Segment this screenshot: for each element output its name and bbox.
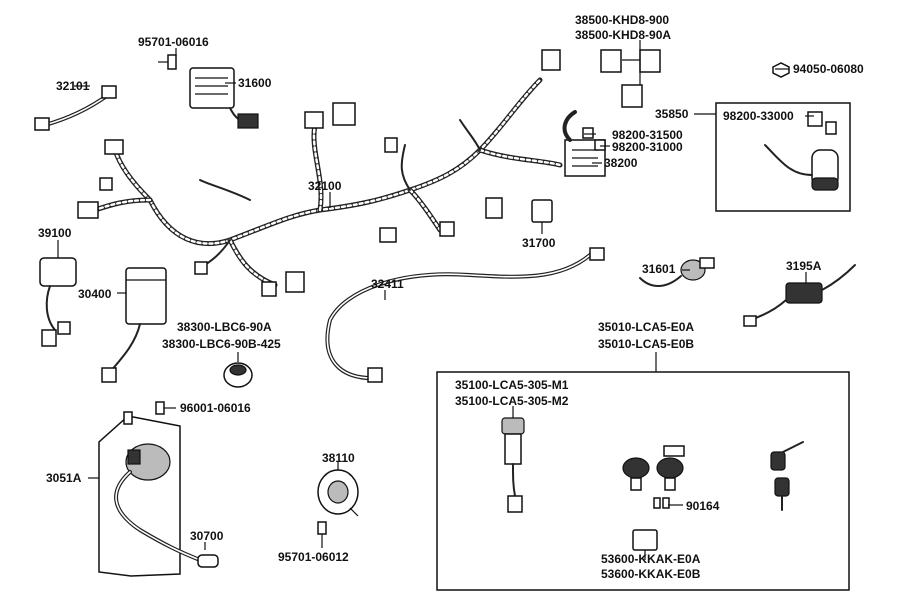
fuse-box-38200 <box>562 110 606 177</box>
component-39100 <box>39 257 77 347</box>
label-3195a: 3195A <box>786 259 822 273</box>
label-98200-31500: 98200-31500 <box>612 128 683 142</box>
label-98200-31000: 98200-31000 <box>612 140 683 154</box>
key-set <box>770 441 804 511</box>
relay-38500 <box>600 49 661 108</box>
label-98200-33000: 98200-33000 <box>723 109 794 123</box>
label-38500-b: 38500-KHD8-90A <box>575 28 671 42</box>
leader-lines <box>57 40 814 560</box>
label-39100: 39100 <box>38 226 72 240</box>
ignition-coil-30700 <box>114 443 219 568</box>
switch-3195a <box>743 264 856 327</box>
label-32100: 32100 <box>308 179 342 193</box>
ignition-lock-35100 <box>501 417 525 513</box>
label-35100-a: 35100-LCA5-305-M1 <box>455 378 569 392</box>
label-95701-06012: 95701-06012 <box>278 550 349 564</box>
cable-32411 <box>325 247 605 383</box>
label-32411: 32411 <box>371 277 404 291</box>
label-31601: 31601 <box>642 262 676 276</box>
seat-lock-set <box>622 445 685 491</box>
label-35850: 35850 <box>655 107 689 121</box>
screw-90164 <box>653 497 670 509</box>
label-3051a: 3051A <box>46 471 82 485</box>
ignition-switch-31601 <box>639 257 715 287</box>
bolt-95701-06012 <box>317 521 327 535</box>
starter-relay-35850 <box>764 111 839 191</box>
label-90164: 90164 <box>686 499 720 513</box>
label-94050-06080: 94050-06080 <box>793 62 864 76</box>
label-35010-b: 35010-LCA5-E0B <box>598 337 694 351</box>
label-53600-b: 53600-KKAK-E0B <box>601 567 701 581</box>
label-35100-b: 35100-LCA5-305-M2 <box>455 394 569 408</box>
main-wiring-harness <box>77 49 563 297</box>
relay-31700 <box>531 199 553 223</box>
bolt-96001-06016 <box>123 401 165 425</box>
horn-38110 <box>317 469 359 517</box>
label-32101: 32101 <box>56 79 90 93</box>
label-38200: 38200 <box>604 156 638 170</box>
label-38300-b: 38300-LBC6-90B-425 <box>162 337 281 351</box>
label-31700: 31700 <box>522 236 556 250</box>
label-38110: 38110 <box>322 451 355 465</box>
regulator-rectifier <box>189 67 259 129</box>
label-38300-a: 38300-LBC6-90A <box>177 320 272 334</box>
label-53600-a: 53600-KKAK-E0A <box>601 552 701 566</box>
sensor-32101 <box>34 85 117 131</box>
lock-set-box <box>436 371 850 591</box>
label-95701-06016: 95701-06016 <box>138 35 209 49</box>
label-31600: 31600 <box>238 76 272 90</box>
ignition-coil-box <box>98 415 181 577</box>
label-30400: 30400 <box>78 287 112 301</box>
label-38500-a: 38500-KHD8-900 <box>575 13 669 27</box>
label-96001-06016: 96001-06016 <box>180 401 251 415</box>
module-38300 <box>223 362 253 388</box>
relay-kit-box <box>715 102 851 212</box>
part-labels: 95701-06016 31600 32101 38500-KHD8-900 3… <box>38 13 864 581</box>
cdi-unit-30400 <box>101 267 167 383</box>
label-30700: 30700 <box>190 529 224 543</box>
nut-94050-06080 <box>772 62 790 78</box>
label-35010-a: 35010-LCA5-E0A <box>598 320 694 334</box>
lock-body-53600 <box>632 529 658 551</box>
bolt-95701-06016 <box>158 54 177 70</box>
